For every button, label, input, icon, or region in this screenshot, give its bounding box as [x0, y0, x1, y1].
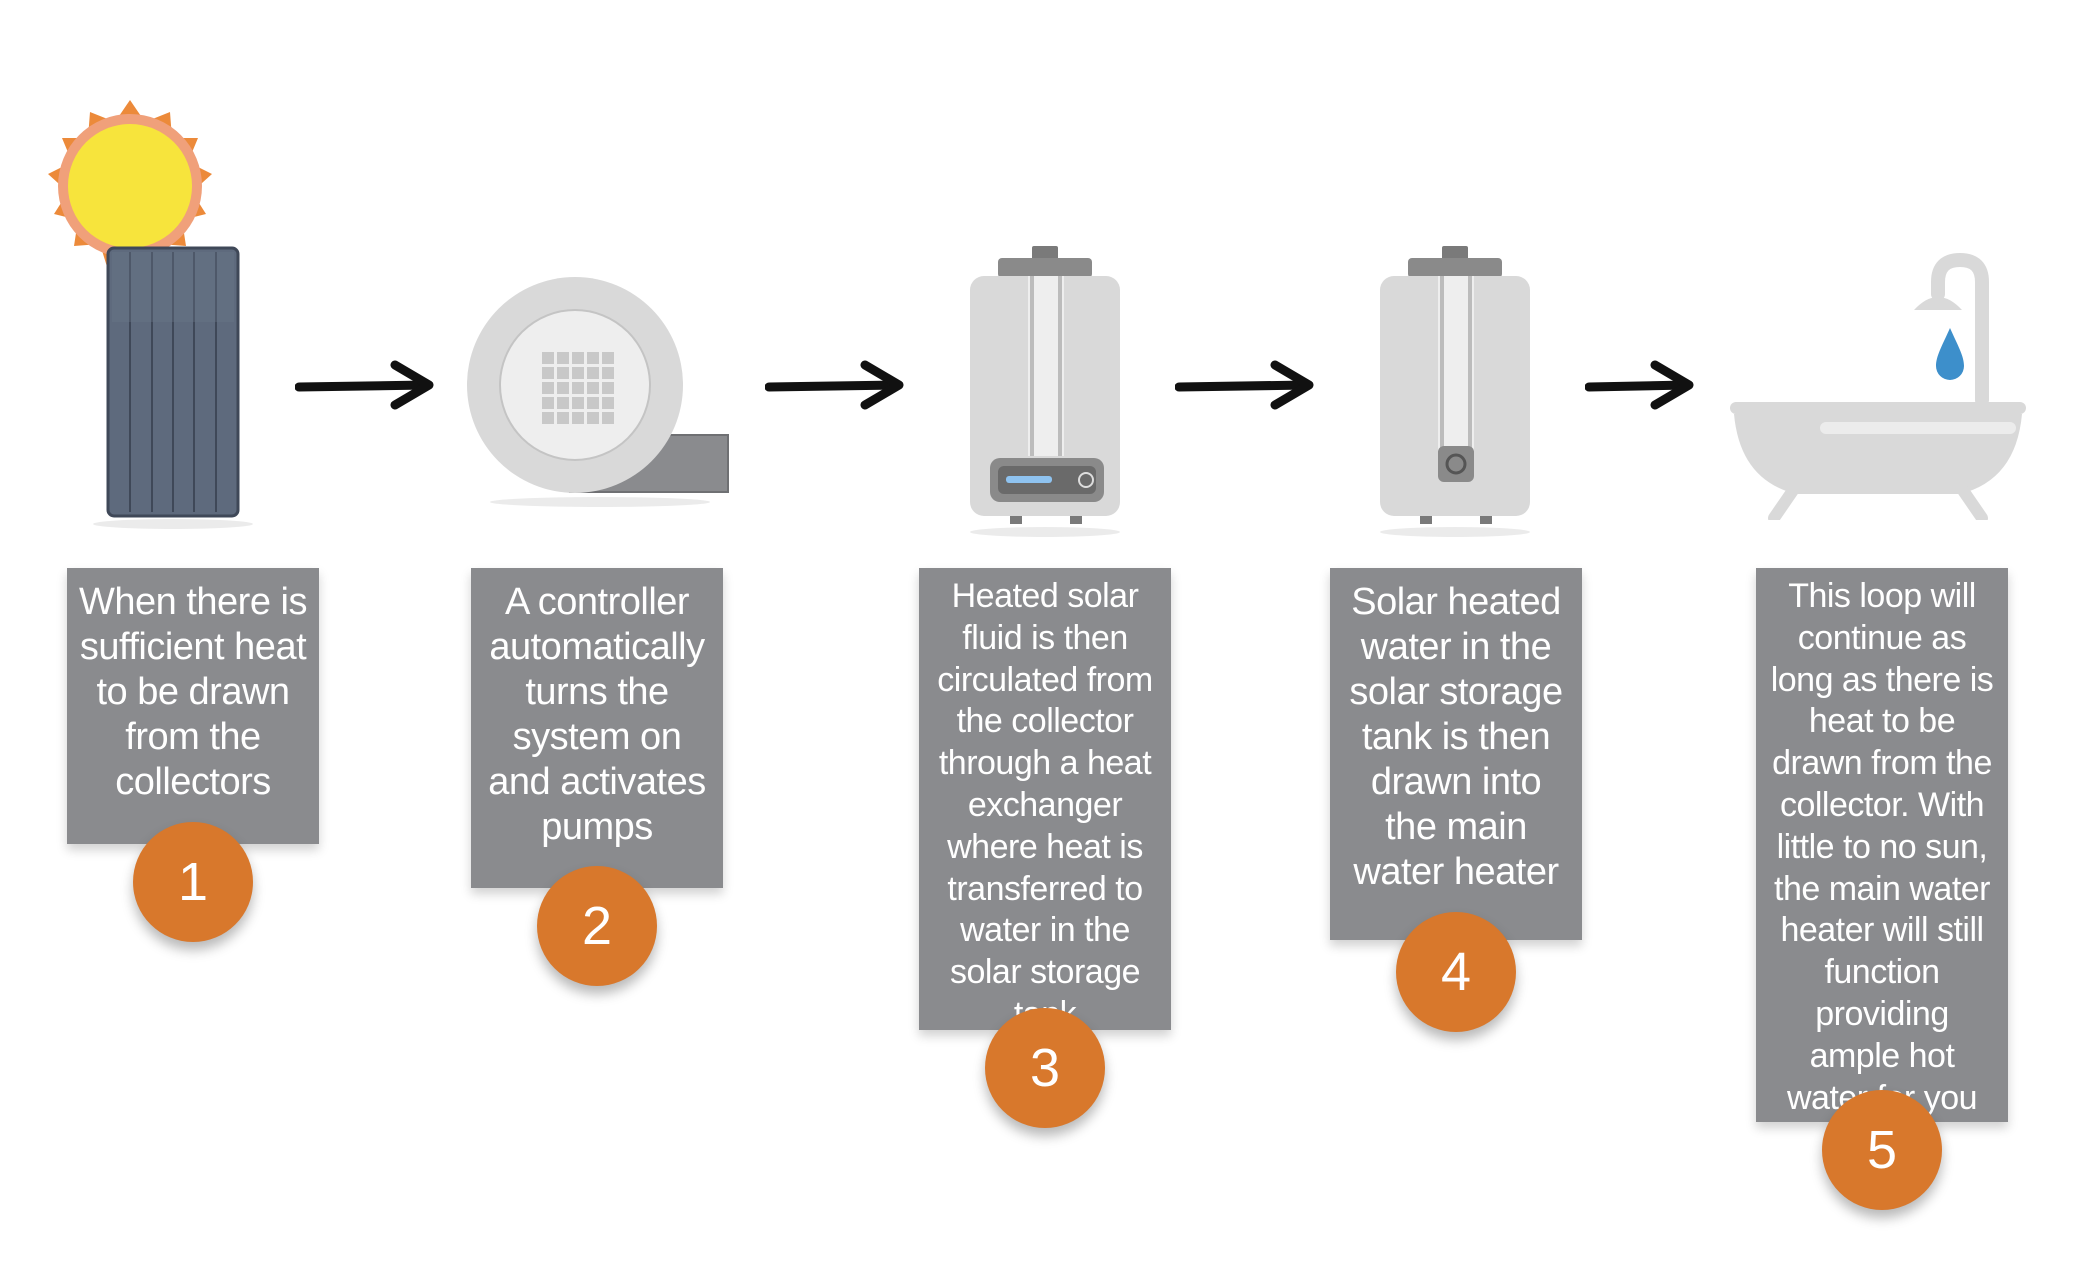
arrow-right-icon [1175, 360, 1314, 410]
step-5-description: This loop will continue as long as there… [1756, 568, 2008, 1158]
step-3-text: Heated solar fluid is then circulated fr… [937, 577, 1153, 1033]
step-5-badge: 5 [1822, 1090, 1942, 1210]
step-1-description: When there is sufficient heat to be draw… [67, 568, 319, 844]
step-3-description: Heated solar fluid is then circulated fr… [919, 568, 1171, 1033]
main-water-heater-icon [1380, 246, 1530, 537]
step-4-description: Solar heated water in the solar storage … [1330, 568, 1582, 940]
step-5-text: This loop will continue as long as there… [1770, 577, 1994, 1158]
step-2-description: A controller automatically turns the sys… [471, 568, 723, 888]
step-3-badge: 3 [985, 1008, 1105, 1128]
solar-panel [106, 246, 240, 518]
pump-icon [467, 277, 729, 507]
step-4-text: Solar heated water in the solar storage … [1349, 581, 1563, 893]
bathtub-icon [1730, 252, 2026, 520]
solar-storage-tank-icon [970, 246, 1120, 537]
step-2-badge: 2 [537, 866, 657, 986]
step-1-badge: 1 [133, 822, 253, 942]
step-4-badge: 4 [1396, 912, 1516, 1032]
solar-collector-icon [48, 100, 253, 529]
step-1-text: When there is sufficient heat to be draw… [79, 581, 307, 803]
arrow-right-icon [765, 360, 904, 410]
arrow-right-icon [1585, 360, 1694, 410]
arrow-right-icon [295, 360, 434, 410]
step-2-text: A controller automatically turns the sys… [488, 581, 706, 848]
sun-icon [48, 100, 212, 270]
